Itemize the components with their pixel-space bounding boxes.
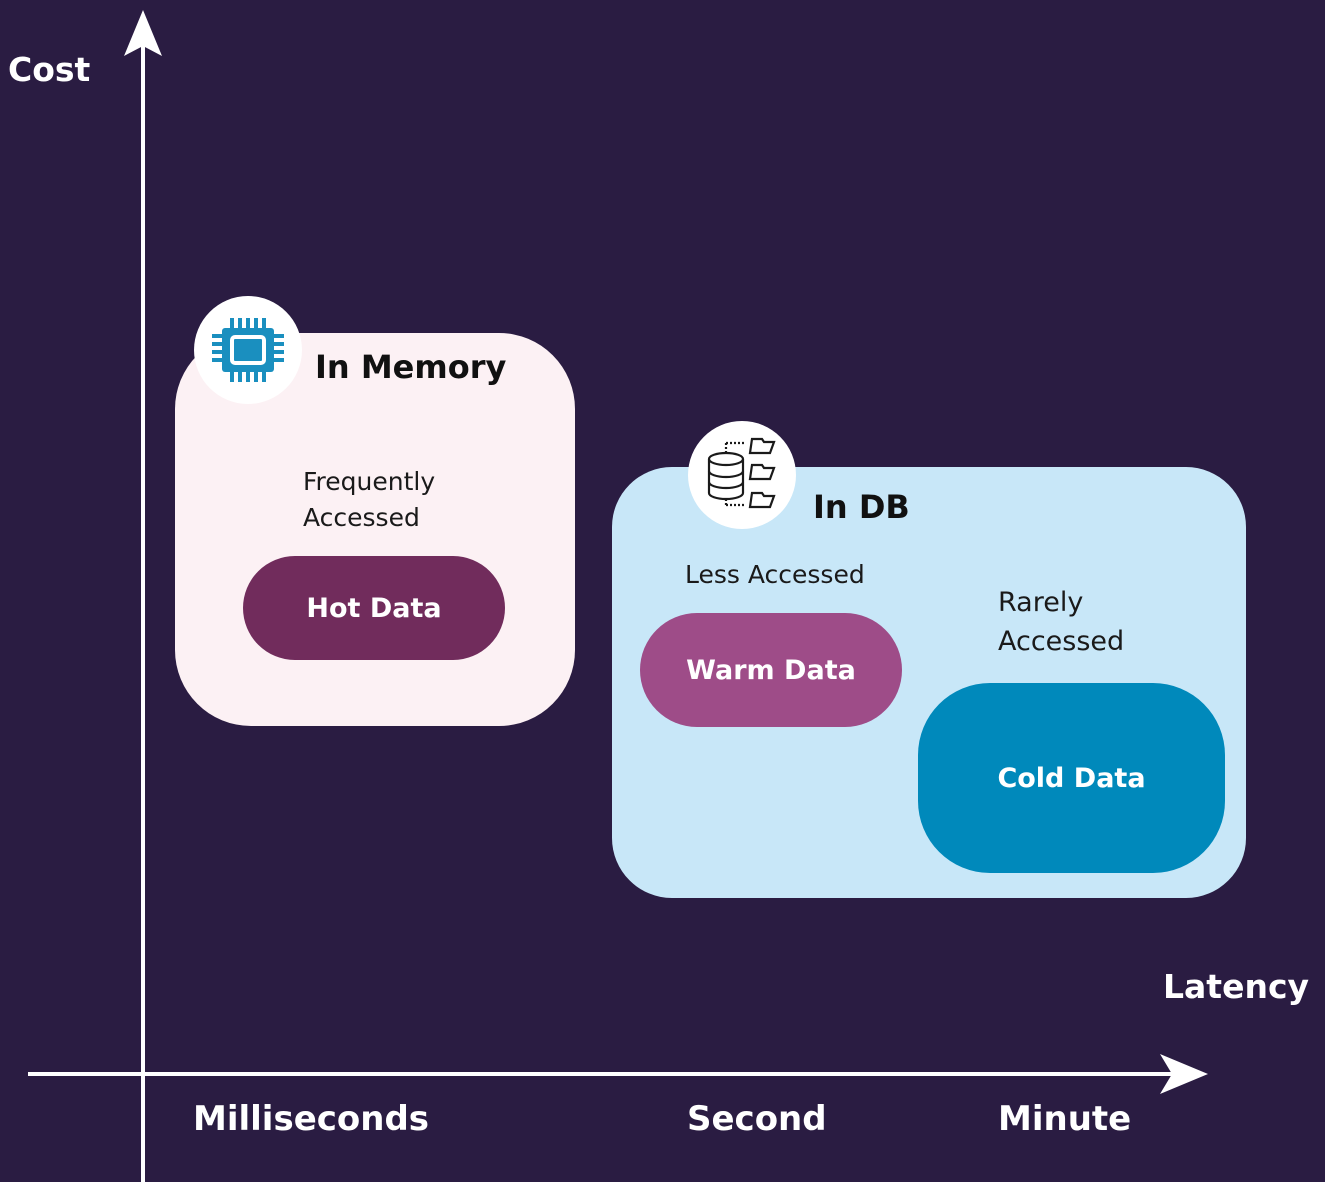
warm-data-label: Warm Data	[686, 654, 856, 686]
rarely-accessed-line1: Rarely	[998, 587, 1084, 618]
memory-icon-badge	[194, 296, 302, 404]
x-tick-second: Second	[687, 1099, 827, 1139]
frequently-accessed-label: Frequently Accessed	[303, 464, 435, 536]
cold-data-pill: Cold Data	[918, 683, 1225, 873]
frequently-accessed-line2: Accessed	[303, 503, 420, 532]
x-tick-minute: Minute	[998, 1099, 1132, 1139]
hot-data-pill: Hot Data	[243, 556, 505, 660]
rarely-accessed-label: Rarely Accessed	[998, 583, 1124, 661]
y-axis-arrowhead	[124, 10, 162, 56]
in-db-title: In DB	[813, 488, 910, 526]
frequently-accessed-line1: Frequently	[303, 467, 436, 496]
y-axis-label: Cost	[8, 50, 91, 89]
cold-data-label: Cold Data	[997, 762, 1146, 794]
x-axis-arrowhead	[1160, 1054, 1208, 1094]
rarely-accessed-line2: Accessed	[998, 626, 1125, 657]
x-tick-milliseconds: Milliseconds	[193, 1099, 430, 1139]
x-axis-label: Latency	[1163, 967, 1310, 1006]
cpu-chip-icon	[212, 318, 284, 382]
hot-data-label: Hot Data	[306, 592, 442, 624]
db-icon-badge	[688, 421, 796, 529]
warm-data-pill: Warm Data	[640, 613, 902, 727]
in-memory-title: In Memory	[315, 348, 507, 386]
less-accessed-label: Less Accessed	[685, 560, 865, 589]
database-folders-icon	[707, 437, 776, 509]
